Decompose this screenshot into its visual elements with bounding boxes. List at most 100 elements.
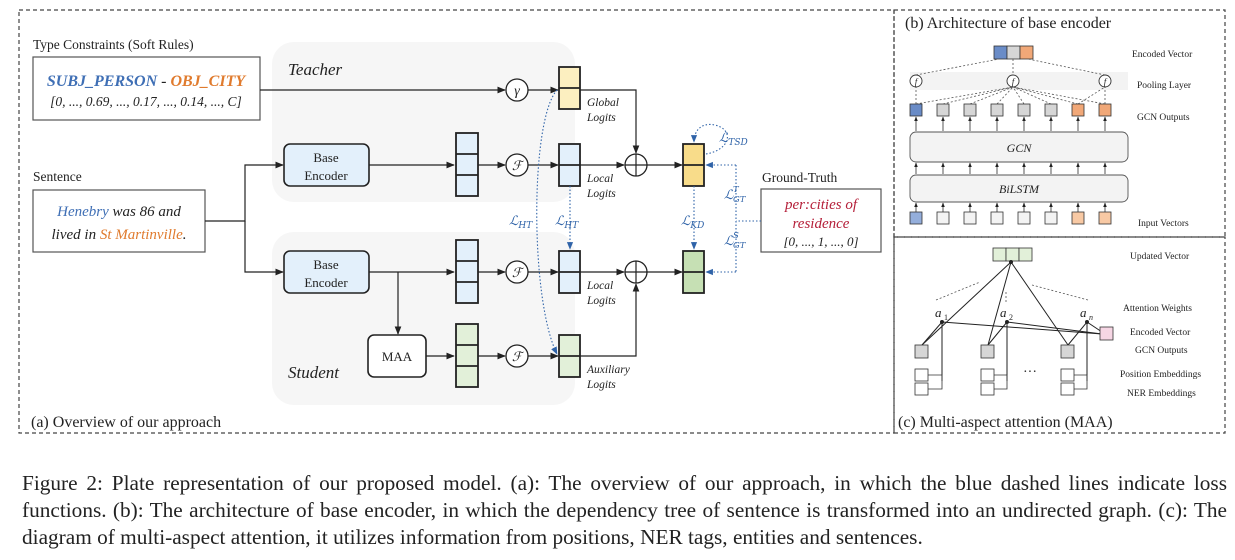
panel-c: a 1 a 2 a n ··· Updated Vector Attention…	[893, 236, 1226, 434]
loss-tsd-label: ℒTSD	[719, 131, 748, 148]
b-gcn-output-cell	[1017, 103, 1031, 117]
svg-text:n: n	[1089, 313, 1093, 322]
c-row-label-encoded-vector: Encoded Vector	[1130, 328, 1191, 338]
svg-text:ℒ: ℒ	[724, 234, 734, 249]
ground-truth-title: Ground-Truth	[762, 170, 838, 185]
c-row-label-attention-weights: Attention Weights	[1123, 304, 1192, 314]
teacher-local-logits-label-1: Local	[586, 173, 613, 185]
edge-global-logits-to-sum	[580, 89, 640, 154]
b-gcn-output-cell	[936, 103, 950, 117]
c-gcn-outputs	[914, 344, 1075, 359]
b-gcn-box	[909, 131, 1129, 163]
b-input-vector-cell	[1098, 211, 1112, 225]
b-input-vector-cell	[1044, 211, 1058, 225]
c-position-ner-embeddings	[914, 368, 1088, 396]
student-label: Student	[288, 363, 340, 382]
ground-truth-box	[760, 188, 882, 253]
svg-text:S: S	[733, 231, 739, 241]
c-row-label-position-embeddings: Position Embeddings	[1120, 370, 1201, 380]
b-vertical-arrows	[914, 116, 1107, 212]
b-gcn-label: GCN	[1007, 141, 1033, 155]
b-pool-edge	[1012, 86, 1052, 105]
b-pool-symbol: f	[1104, 77, 1108, 87]
c-attention-a1: a 1	[935, 305, 948, 322]
student-base-encoder-label-2: Encoder	[304, 275, 348, 290]
student-local-logits-label-1: Local	[586, 280, 613, 292]
b-input-vector-cell	[963, 211, 977, 225]
auxiliary-logits-label-2: Logits	[586, 379, 616, 391]
b-bilstm-box	[909, 174, 1129, 203]
teacher-local-logits-label-2: Logits	[586, 188, 616, 200]
edge-sentence-to-student-encoder	[244, 221, 284, 276]
teacher-sum-node	[624, 153, 648, 177]
ground-truth-label-1: per:cities of	[784, 197, 859, 213]
sentence-text-2: lived in	[52, 227, 100, 243]
b-encoded-vector	[993, 45, 1034, 60]
b-pool-edge	[1012, 86, 1079, 105]
sentence-line-2: lived in St Martinville.	[52, 227, 187, 243]
b-input-vector-cell	[990, 211, 1004, 225]
student-sum-node	[624, 260, 648, 284]
auxiliary-logits-label-1: Auxiliary	[586, 364, 631, 376]
f-node-teacher: ℱ	[505, 153, 529, 177]
b-input-vector-cell	[1017, 211, 1031, 225]
global-logits-label-1: Global	[587, 97, 619, 109]
b-bilstm-label: BiLSTM	[999, 182, 1040, 196]
sentence-box	[32, 189, 206, 253]
loss-gt-student-label: ℒ S GT	[724, 231, 747, 251]
c-ellipsis: ···	[1023, 365, 1037, 380]
svg-text:GT: GT	[733, 195, 747, 205]
maa-label: MAA	[382, 349, 413, 364]
loss-line-tsd	[690, 123, 728, 155]
svg-text:1: 1	[944, 313, 948, 322]
teacher-output-logits	[682, 143, 705, 187]
b-row-label-encoded-vector: Encoded Vector	[1132, 50, 1193, 60]
b-gcn-output-cell	[1044, 103, 1058, 117]
type-pair: SUBJ_PERSON - OBJ_CITY	[47, 73, 246, 90]
loss-line-ht-global-to-auxiliary	[536, 89, 558, 355]
b-pool-edge	[942, 86, 1014, 105]
svg-text:2: 2	[1009, 313, 1013, 322]
teacher-base-encoder: Base Encoder	[283, 143, 370, 187]
b-row-label-input-vectors: Input Vectors	[1138, 219, 1189, 229]
f-symbol-student: ℱ	[512, 265, 525, 280]
b-gcn-output-cell	[990, 103, 1004, 117]
panel-a-title: (a) Overview of our approach	[31, 414, 221, 431]
sentence-text-1: was 86 and	[109, 204, 182, 220]
type-constraints-box	[32, 56, 261, 121]
c-updated-vector	[992, 247, 1033, 262]
loss-kd-label: ℒKD	[681, 214, 704, 231]
b-pool-edge	[1077, 86, 1106, 105]
b-pool-symbol: f	[915, 77, 919, 87]
b-input-vector-cell	[1071, 211, 1085, 225]
svg-text:a: a	[935, 305, 942, 320]
svg-text:a: a	[1000, 305, 1007, 320]
f-node-student: ℱ	[505, 260, 529, 284]
c-row-label-ner-embeddings: NER Embeddings	[1127, 389, 1196, 399]
student-base-encoder: Base Encoder	[283, 250, 370, 294]
type-constraints-title: Type Constraints (Soft Rules)	[33, 37, 194, 52]
c-attention-an: a n	[1080, 305, 1093, 322]
student-base-encoder-label-1: Base	[313, 257, 339, 272]
student-local-logits	[558, 250, 581, 294]
student-local-logits-label-2: Logits	[586, 295, 616, 307]
b-gcn-output-cell	[963, 103, 977, 117]
svg-text:ℒ: ℒ	[724, 188, 734, 203]
edge-auxiliary-to-sum	[580, 283, 640, 357]
b-pool-edge	[1012, 86, 1106, 105]
c-encoded-vector	[1099, 326, 1114, 341]
teacher-local-logits	[558, 143, 581, 187]
obj-type: OBJ_CITY	[170, 73, 246, 90]
b-input-vector-cell	[936, 211, 950, 225]
b-pooling-edges	[915, 86, 1106, 105]
b-pool-edge	[1012, 86, 1025, 105]
loss-ht-label-local: ℒHT	[555, 214, 579, 231]
b-pool-symbol: f	[1012, 77, 1016, 87]
b-row-label-pooling-layer: Pooling Layer	[1137, 81, 1192, 91]
sentence-line-1: Henebry was 86 and	[56, 204, 181, 220]
sentence-text-3: .	[183, 227, 187, 243]
f-symbol-auxiliary: ℱ	[512, 349, 525, 364]
